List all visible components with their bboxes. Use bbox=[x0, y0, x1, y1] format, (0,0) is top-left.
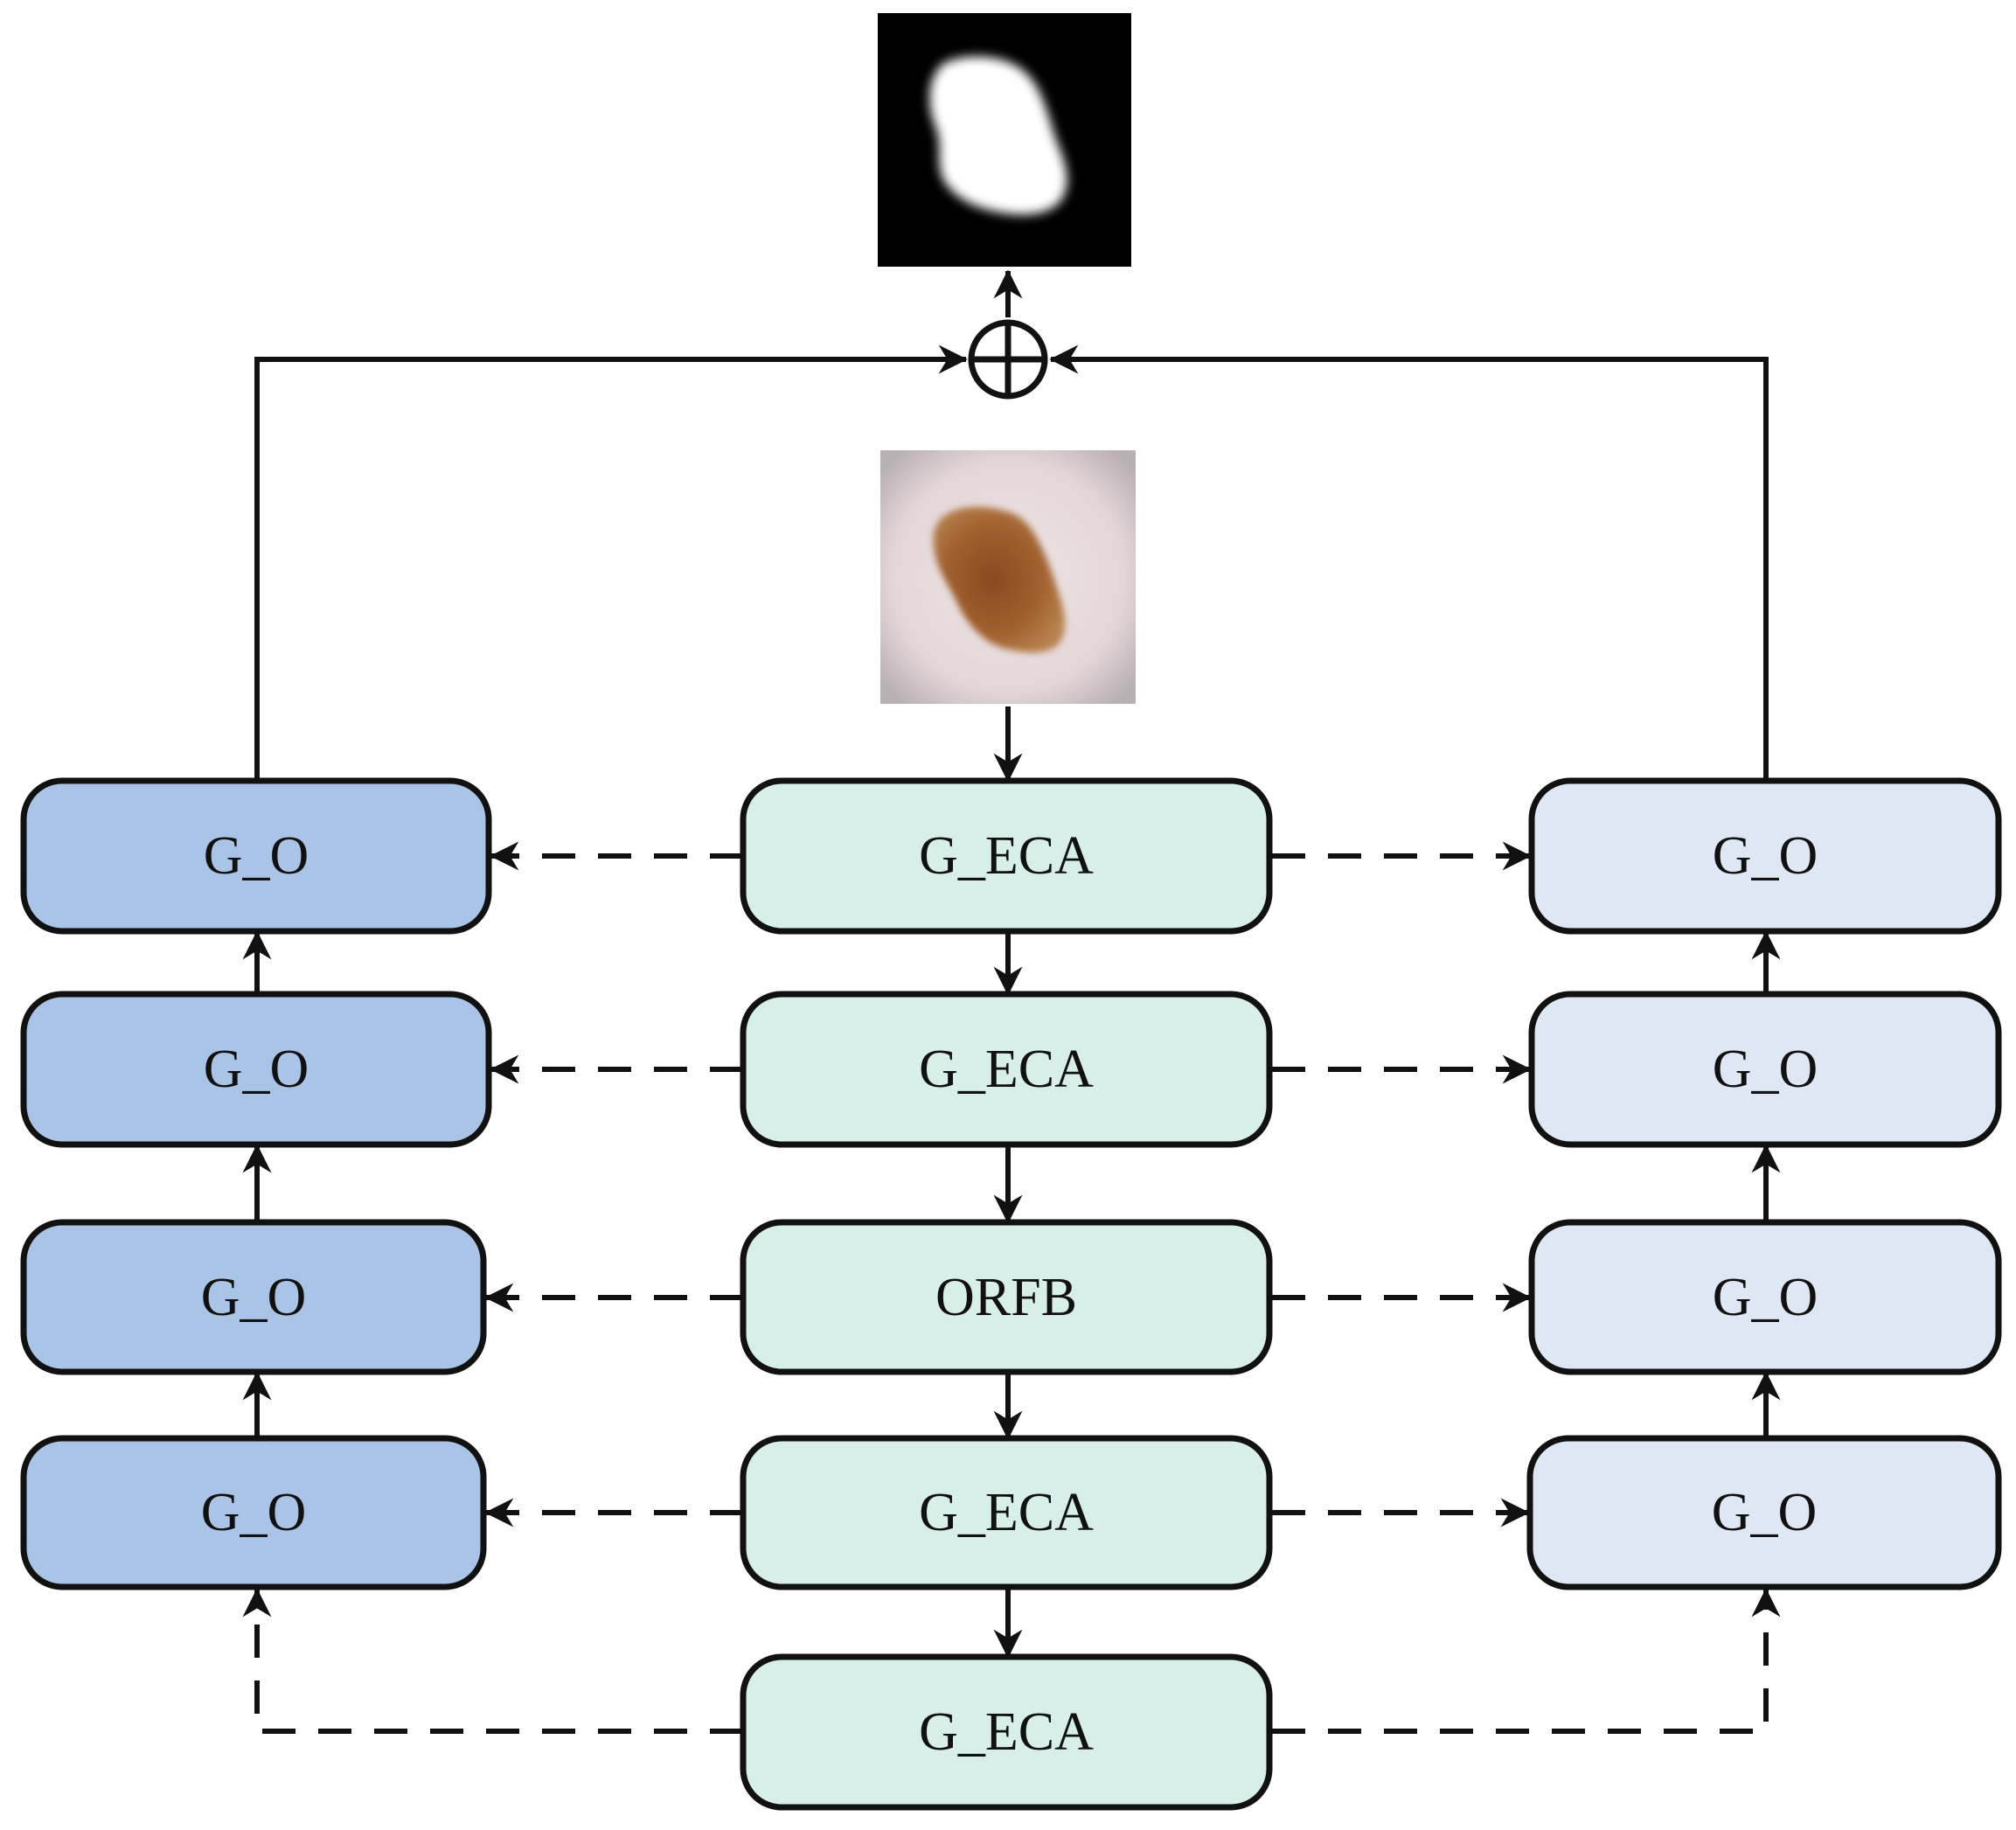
center-node-5-box bbox=[740, 1653, 1273, 1811]
connectors bbox=[242, 269, 1781, 1734]
left-node-1-box bbox=[20, 777, 492, 935]
center-node-1-box bbox=[740, 777, 1273, 935]
center-node-4-label: G_ECA bbox=[919, 1483, 1094, 1542]
center-node-5-label: G_ECA bbox=[919, 1702, 1094, 1762]
left-node-3-box bbox=[20, 1219, 487, 1375]
right-node-4: G_O bbox=[1526, 1435, 2002, 1590]
circle-plus-icon bbox=[968, 319, 1048, 400]
left-node-4-label: G_O bbox=[201, 1483, 307, 1542]
right-to-fusion-line bbox=[1049, 344, 1769, 781]
right-node-2: G_O bbox=[1528, 991, 2002, 1148]
left-node-3: G_O bbox=[20, 1219, 487, 1375]
right-node-2-box bbox=[1528, 991, 2002, 1148]
left-node-4-box bbox=[20, 1435, 487, 1590]
left-node-2-box bbox=[20, 991, 492, 1148]
output-mask-image bbox=[878, 13, 1131, 267]
right-node-2-label: G_O bbox=[1713, 1040, 1818, 1099]
input-lesion-image bbox=[880, 450, 1136, 704]
dashed-bottom-left bbox=[242, 1588, 743, 1734]
center-node-3: ORFB bbox=[740, 1219, 1273, 1375]
right-node-3: G_O bbox=[1528, 1219, 2002, 1375]
right-node-1: G_O bbox=[1528, 777, 2002, 935]
right-node-4-label: G_O bbox=[1712, 1483, 1818, 1542]
left-node-2: G_O bbox=[20, 991, 492, 1148]
center-node-4: G_ECA bbox=[740, 1435, 1273, 1590]
left-node-1-label: G_O bbox=[204, 826, 309, 886]
center-node-1-label: G_ECA bbox=[919, 826, 1094, 886]
center-node-3-box bbox=[740, 1219, 1273, 1375]
left-node-2-label: G_O bbox=[204, 1040, 309, 1099]
left-node-1: G_O bbox=[20, 777, 492, 935]
right-node-1-box bbox=[1528, 777, 2002, 935]
center-node-2-box bbox=[740, 991, 1273, 1148]
left-to-fusion-line bbox=[254, 344, 968, 781]
center-node-5: G_ECA bbox=[740, 1653, 1273, 1811]
right-node-3-label: G_O bbox=[1713, 1268, 1818, 1327]
right-node-4-box bbox=[1526, 1435, 2002, 1590]
left-node-3-label: G_O bbox=[201, 1268, 307, 1327]
center-node-2: G_ECA bbox=[740, 991, 1273, 1148]
center-node-4-box bbox=[740, 1435, 1273, 1590]
center-node-2-label: G_ECA bbox=[919, 1040, 1094, 1099]
center-node-1: G_ECA bbox=[740, 777, 1273, 935]
right-node-1-label: G_O bbox=[1713, 826, 1818, 886]
right-node-3-box bbox=[1528, 1219, 2002, 1375]
dashed-bottom-right bbox=[1272, 1588, 1781, 1734]
center-node-3-label: ORFB bbox=[935, 1268, 1077, 1327]
left-node-4: G_O bbox=[20, 1435, 487, 1590]
